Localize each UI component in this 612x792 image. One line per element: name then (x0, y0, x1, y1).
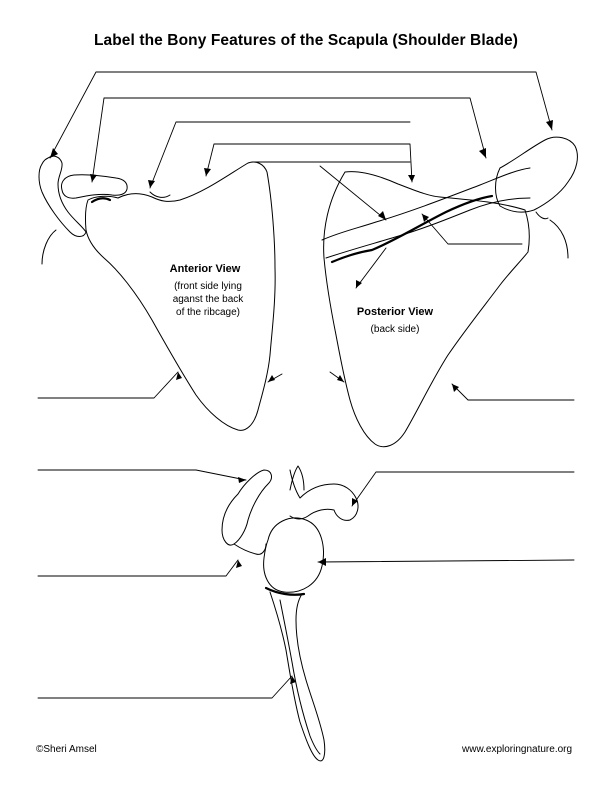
lateral-glenoid-rim (264, 586, 306, 596)
anterior-humerus-hint (41, 229, 57, 265)
copyright-text: ©Sheri Amsel (36, 744, 97, 755)
posterior-spine-upper (321, 167, 531, 241)
lateral-body-inner (279, 599, 321, 755)
leader-lines (37, 71, 575, 699)
anterior-view-desc-2: aganst the back (172, 294, 244, 305)
posterior-acromion-outline (495, 136, 578, 213)
website-link[interactable]: www.exploringnature.org (462, 744, 573, 755)
lateral-body-outline (269, 591, 326, 762)
anterior-coracoid-outline (61, 174, 128, 199)
arrowheads (50, 120, 553, 684)
lateral-coracoid-lower (233, 543, 267, 555)
anterior-view-desc-1: (front side lying (174, 281, 242, 292)
lateral-coracoid-outline (221, 469, 272, 546)
posterior-glenoid-curve (535, 211, 549, 220)
posterior-view-desc: (back side) (370, 324, 420, 335)
posterior-spine-lower (325, 197, 531, 259)
anterior-glenoid-notch (90, 197, 112, 204)
posterior-view-heading: Posterior View (356, 306, 434, 318)
lateral-glenoid-outline (263, 517, 324, 593)
anterior-view-heading: Anterior View (169, 263, 241, 275)
anterior-scapula-outline (84, 161, 276, 431)
posterior-humerus-hint (549, 219, 569, 259)
anterior-acromion-outline (38, 155, 87, 237)
anterior-view-desc-3: of the ribcage) (176, 307, 240, 318)
posterior-spine-ridge (330, 194, 494, 264)
lateral-acromion-outline (289, 469, 359, 521)
worksheet-title: Label the Bony Features of the Scapula (… (93, 32, 519, 49)
lateral-acromion-spike (289, 465, 305, 491)
anterior-notch-curve (149, 191, 171, 198)
